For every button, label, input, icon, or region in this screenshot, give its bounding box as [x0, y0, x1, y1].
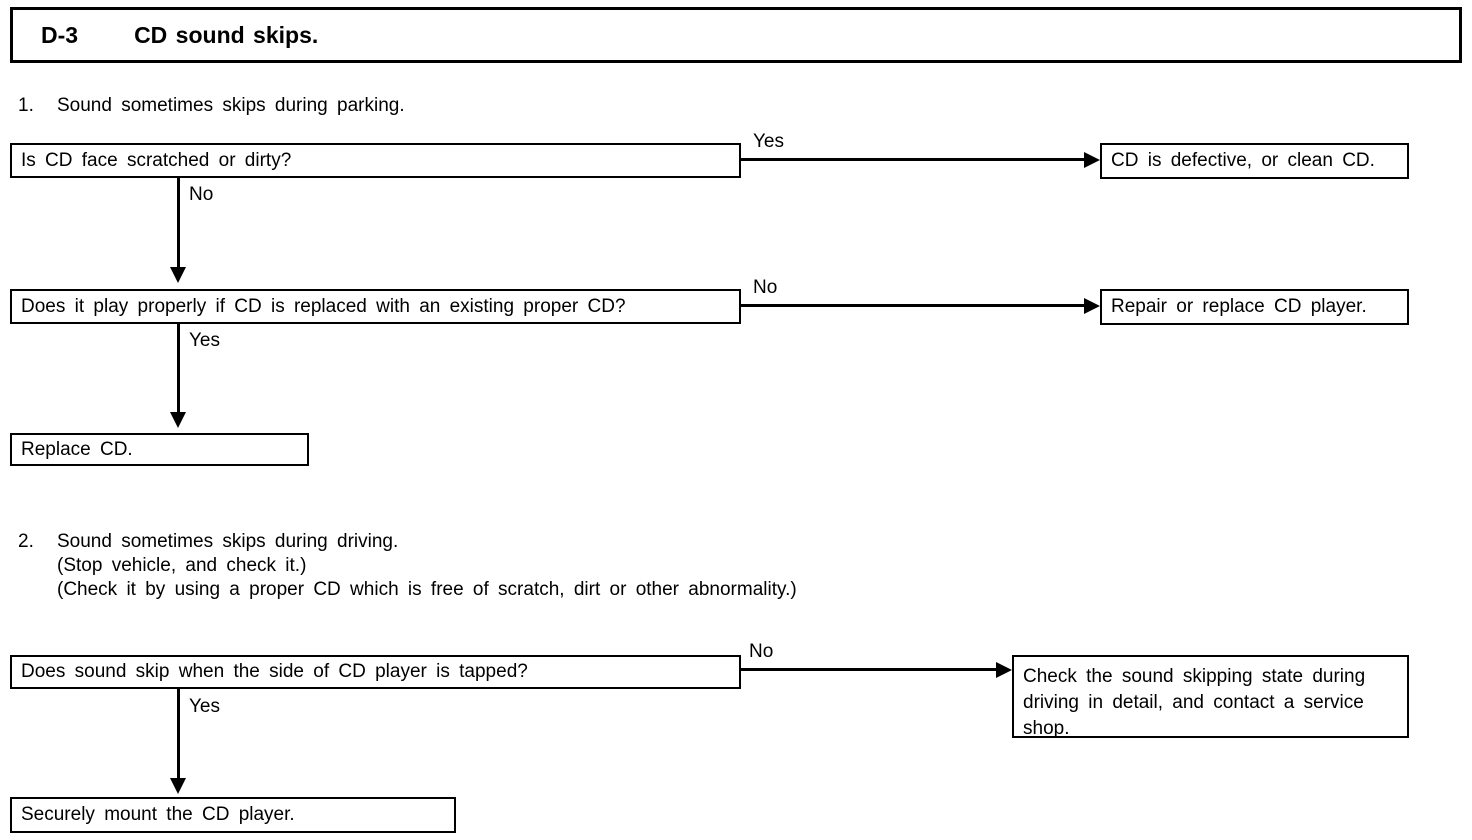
- question-text: Does it play properly if CD is replaced …: [21, 295, 626, 317]
- step1-heading: 1. Sound sometimes skips during parking.: [18, 95, 405, 117]
- arrowhead-right-icon: [1084, 152, 1100, 168]
- arrowhead-down-icon: [170, 412, 186, 428]
- result-text: Repair or replace CD player.: [1111, 296, 1367, 317]
- terminal-text: Replace CD.: [21, 438, 133, 460]
- result-cd-defective: CD is defective, or clean CD.: [1100, 143, 1409, 179]
- question-text: Does sound skip when the side of CD play…: [21, 661, 528, 682]
- terminal-replace-cd: Replace CD.: [10, 433, 309, 466]
- page-title: CD sound skips.: [134, 21, 319, 48]
- arrowhead-right-icon: [996, 662, 1012, 678]
- arrow-line-q2-r2: [741, 304, 1086, 307]
- step2-number: 2.: [18, 531, 34, 552]
- edge-label-yes-2: Yes: [189, 330, 220, 352]
- question-cd-player-tapped: Does sound skip when the side of CD play…: [10, 655, 741, 689]
- result-text: CD is defective, or clean CD.: [1111, 150, 1375, 171]
- section-code: D-3: [41, 21, 79, 48]
- edge-label-no-1: No: [189, 184, 214, 206]
- arrow-line-q1-r1: [741, 158, 1086, 161]
- question-cd-face-scratched: Is CD face scratched or dirty?: [10, 143, 741, 178]
- step2-text: Sound sometimes skips during driving. (S…: [57, 530, 797, 602]
- edge-label-no-2: No: [753, 277, 778, 299]
- page-title-box: D-3 CD sound skips.: [10, 7, 1462, 63]
- question-text: Is CD face scratched or dirty?: [21, 149, 292, 171]
- result-repair-cd-player: Repair or replace CD player.: [1100, 289, 1409, 325]
- step2-line1: Sound sometimes skips during driving.: [57, 531, 399, 552]
- result-text: Check the sound skipping state during dr…: [1023, 666, 1366, 739]
- terminal-text: Securely mount the CD player.: [21, 804, 295, 825]
- edge-label-yes-3: Yes: [189, 696, 220, 718]
- edge-label-no-3: No: [749, 641, 774, 663]
- arrowhead-down-icon: [170, 778, 186, 794]
- terminal-mount-cd-player: Securely mount the CD player.: [10, 797, 456, 833]
- question-play-properly: Does it play properly if CD is replaced …: [10, 289, 741, 324]
- step1-text: Sound sometimes skips during parking.: [57, 95, 405, 116]
- edge-label-yes-1: Yes: [753, 131, 784, 153]
- arrow-line-q1-q2: [177, 178, 180, 270]
- step1-number: 1.: [18, 95, 34, 116]
- arrow-line-q3-end: [177, 689, 180, 781]
- step2-line3: (Check it by using a proper CD which is …: [57, 579, 797, 600]
- step2-heading: 2. Sound sometimes skips during driving.…: [18, 530, 797, 602]
- arrow-line-q2-end: [177, 324, 180, 416]
- arrow-line-q3-r3: [741, 668, 998, 671]
- arrowhead-right-icon: [1084, 298, 1100, 314]
- result-check-skipping-state: Check the sound skipping state during dr…: [1012, 655, 1409, 739]
- step2-line2: (Stop vehicle, and check it.): [57, 555, 307, 576]
- arrowhead-down-icon: [170, 267, 186, 283]
